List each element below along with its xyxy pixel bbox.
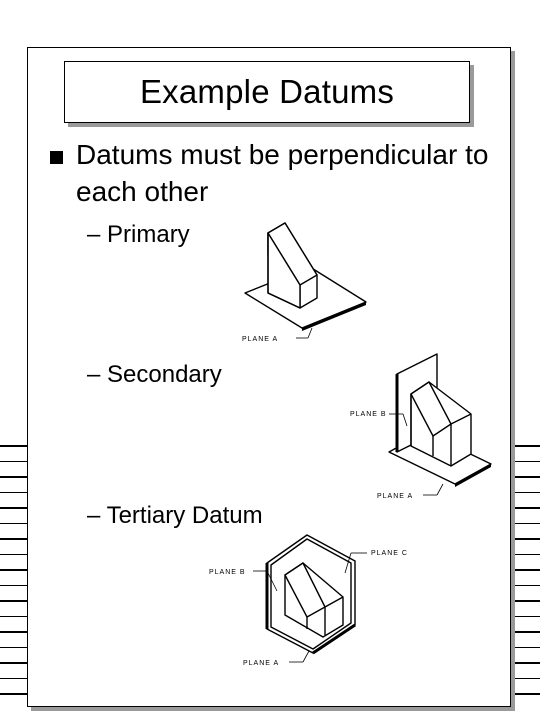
- secondary-datum-figure: PLANE B PLANE A: [350, 353, 492, 500]
- title-box: Example Datums: [64, 61, 470, 123]
- tertiary-plane-a-label: PLANE A: [243, 660, 279, 667]
- left-decorative-lines: [0, 445, 30, 709]
- sub-item-primary: – Primary: [87, 221, 190, 248]
- tertiary-plane-c-label: PLANE C: [371, 550, 408, 557]
- slide-title: Example Datums: [139, 73, 395, 110]
- right-decorative-lines: [510, 445, 540, 709]
- secondary-plane-a-label: PLANE A: [377, 493, 413, 500]
- primary-datum-figure: PLANE A: [242, 222, 367, 343]
- primary-plane-a-label: PLANE A: [242, 336, 278, 343]
- sub-item-secondary: – Secondary: [87, 361, 222, 388]
- square-bullet-icon: [50, 151, 63, 164]
- tertiary-plane-b-label: PLANE B: [209, 569, 246, 576]
- tertiary-datum-figure: PLANE B PLANE C PLANE A: [209, 534, 408, 667]
- sub-item-tertiary: – Tertiary Datum: [87, 502, 263, 529]
- secondary-plane-b-label: PLANE B: [350, 411, 387, 418]
- bullet-text: Datums must be perpendicular to each oth…: [76, 139, 489, 207]
